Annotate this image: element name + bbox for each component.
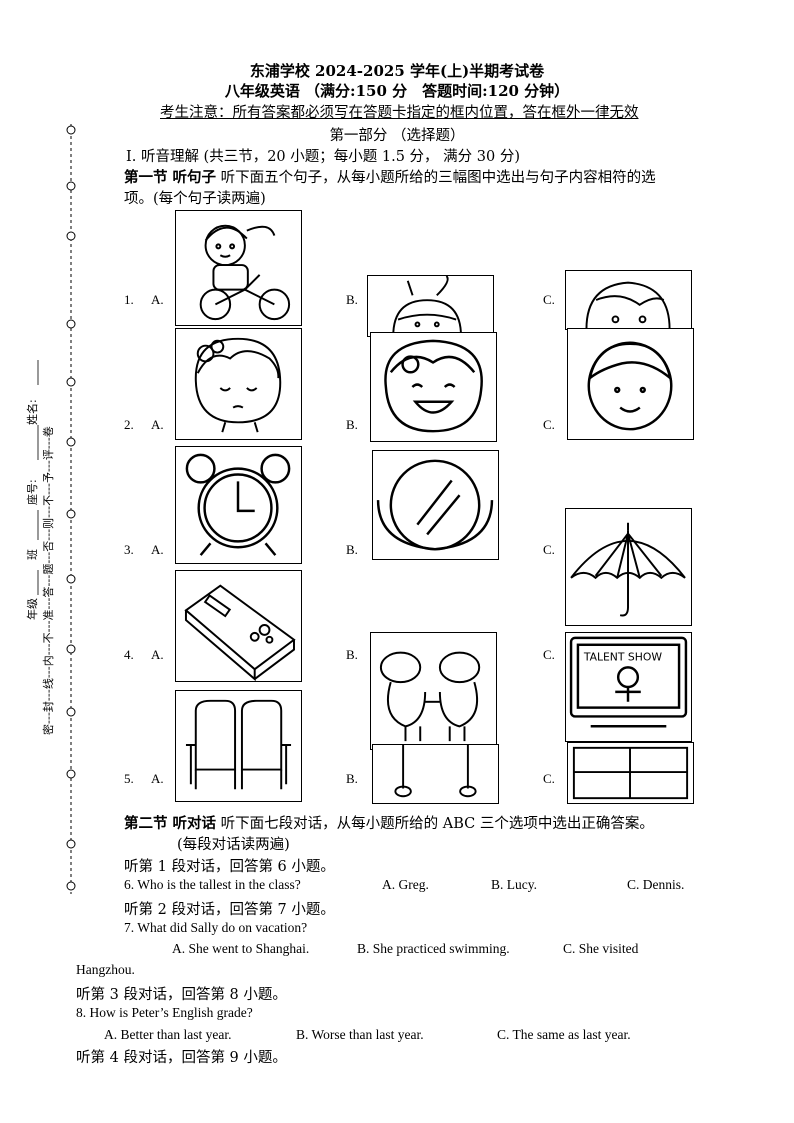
q1-a: A. <box>151 292 164 307</box>
section2-text: 听下面七段对话，从每小题所给的 ABC 三个选项中选出正确答案。 <box>216 816 654 832</box>
q6-option-a: A. Greg. <box>382 877 429 892</box>
q2-c: C. <box>543 417 555 432</box>
q5-a: A. <box>151 771 164 786</box>
q3-c: C. <box>543 542 555 557</box>
exam-notice: 考生注意：所有答案都必须写在答题卡指定的框内位置，答在框外一律无效 <box>160 105 639 121</box>
q9-intro: 听第 4 段对话，回答第 9 小题。 <box>76 1050 287 1066</box>
section1-sub-label: 第一节 听句子 <box>124 169 217 186</box>
binding-main-text: 密---封---线---内---不---准---答---题---否---则---… <box>41 426 55 735</box>
q7-question: 7. What did Sally do on vacation? <box>124 920 308 935</box>
tv-cabinet-icon <box>567 742 694 804</box>
child-upside-down-icon <box>367 275 494 337</box>
q3-b: B. <box>346 542 358 557</box>
peppa-pig-icon <box>370 632 497 750</box>
section2-sub: 第二节 听对话 听下面七段对话，从每小题所给的 ABC 三个选项中选出正确答案。 <box>124 812 654 833</box>
q2-b: B. <box>346 417 358 432</box>
q3-number: 3. <box>124 542 134 557</box>
q8-intro: 听第 3 段对话，回答第 8 小题。 <box>76 987 287 1003</box>
book-icon <box>175 570 302 682</box>
q7-option-c-cont: Hangzhou. <box>76 962 135 977</box>
girl-laughing-icon <box>370 332 497 442</box>
girl-face-icon <box>567 328 694 440</box>
q4-c: C. <box>543 647 555 662</box>
q7-option-a: A. She went to Shanghai. <box>172 941 310 956</box>
q5-b: B. <box>346 771 358 786</box>
section1-sub-text: 听下面五个句子，从每小题所给的三幅图中选出与句子内容相符的选 <box>216 170 656 186</box>
q8-option-a: A. Better than last year. <box>104 1027 232 1042</box>
q4-b: B. <box>346 647 358 662</box>
tv-talent-show-icon: TALENT SHOW <box>565 632 692 742</box>
exam-subtitle: 八年级英语 （满分:150 分 答题时间:120 分钟） <box>224 82 570 100</box>
section2-text-2: (每段对话读两遍) <box>177 837 290 853</box>
q8-option-b: B. Worse than last year. <box>296 1027 424 1042</box>
umbrella-icon <box>565 508 692 626</box>
q1-c: C. <box>543 292 555 307</box>
exam-title: 东浦学校 2024-2025 学年(上)半期考试卷 <box>249 62 545 80</box>
binding-line <box>66 124 76 894</box>
q2-number: 2. <box>124 417 134 432</box>
binding-text: 密---封---线---内---不---准---答---题---否---则---… <box>22 280 62 740</box>
girl-crying-icon <box>175 328 302 440</box>
field-seat: 座号: <box>25 479 39 505</box>
field-name: 姓名: <box>25 399 39 425</box>
q7-option-c: C. She visited <box>563 941 639 956</box>
q6-option-b: B. Lucy. <box>491 877 537 892</box>
q6-question: 6. Who is the tallest in the class? <box>124 877 301 892</box>
part-heading: 第一部分 （选择题） <box>329 128 465 144</box>
field-class: 班 <box>26 549 39 560</box>
q8-question: 8. How is Peter’s English grade? <box>76 1005 253 1020</box>
table-icon <box>372 744 499 804</box>
girl-smiling-icon <box>565 270 692 330</box>
q7-option-b: B. She practiced swimming. <box>357 941 510 956</box>
mirror-icon <box>372 450 499 560</box>
section1-sub: 第一节 听句子 听下面五个句子，从每小题所给的三幅图中选出与句子内容相符的选 <box>124 166 656 187</box>
field-grade: 年级 <box>25 598 39 620</box>
q2-a: A. <box>151 417 164 432</box>
section1-heading: Ⅰ. 听音理解 (共三节，20 小题；每小题 1.5 分， 满分 30 分) <box>126 149 520 165</box>
q3-a: A. <box>151 542 164 557</box>
q7-intro: 听第 2 段对话，回答第 7 小题。 <box>124 902 335 918</box>
alarm-clock-icon <box>175 446 302 564</box>
q4-number: 4. <box>124 647 134 662</box>
q1-b: B. <box>346 292 358 307</box>
q6-option-c: C. Dennis. <box>627 877 685 892</box>
section1-sub-2: 项。(每个句子读两遍) <box>124 191 266 207</box>
tv-text: TALENT SHOW <box>583 650 663 663</box>
q1-number: 1. <box>124 292 134 307</box>
girl-cycling-icon <box>175 210 302 326</box>
chairs-icon <box>175 690 302 802</box>
q4-a: A. <box>151 647 164 662</box>
section2-label: 第二节 听对话 <box>124 815 217 832</box>
q5-number: 5. <box>124 771 134 786</box>
q8-option-c: C. The same as last year. <box>497 1027 631 1042</box>
q5-c: C. <box>543 771 555 786</box>
q6-intro: 听第 1 段对话，回答第 6 小题。 <box>124 859 335 875</box>
